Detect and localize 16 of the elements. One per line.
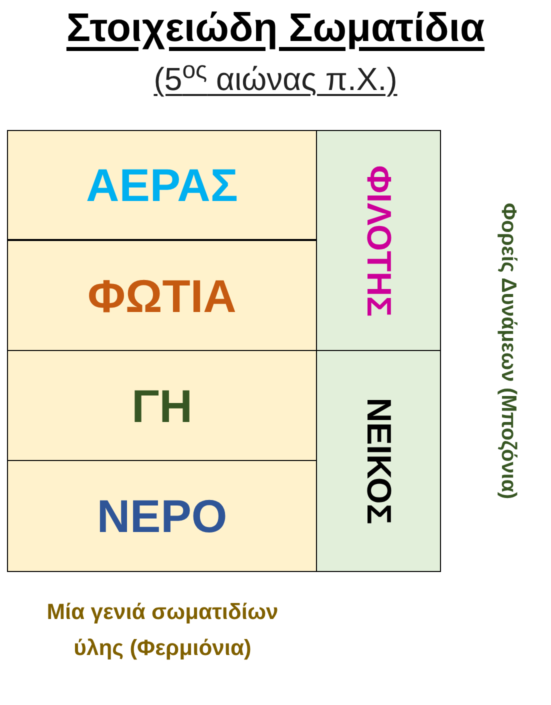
cell-label: ΝΕΙΚΟΣ — [358, 398, 398, 524]
cell-label: ΓΗ — [132, 378, 192, 432]
grid-cell — [7, 240, 317, 351]
cell-label: ΑΕΡΑΣ — [86, 158, 238, 212]
cell-label: ΦΙΛΟΤΗΣ — [358, 164, 398, 316]
grid-cell — [7, 130, 317, 240]
title: Στοιχειώδη Σωματίδια — [65, 5, 486, 52]
cell-label: ΝΕΡΟ — [96, 489, 228, 543]
side-caption: Φορείς Δυνάμεων (Μποζόνια) — [496, 202, 520, 500]
grid-cell — [7, 350, 317, 461]
cell-label: ΦΩΤΙΑ — [88, 268, 236, 322]
grid-cell — [316, 130, 441, 351]
grid-cell — [7, 460, 317, 572]
grid-cell — [316, 350, 441, 572]
bottom-caption: Μία γενιά σωματιδίων ύλης (Φερμιόνια) — [46, 598, 280, 662]
subtitle: (5$^{ος}$ αιώνας π.Χ.) — [154, 58, 398, 99]
